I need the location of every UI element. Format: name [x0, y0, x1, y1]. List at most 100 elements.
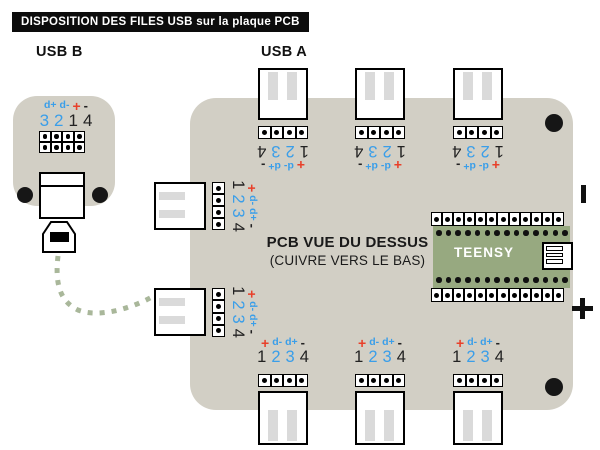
pin-label-token: 1 [68, 111, 78, 130]
pin-label-token: d- [246, 195, 259, 206]
pin-cell [392, 126, 405, 139]
pin-label-token: d+ [382, 336, 395, 349]
pin-cell [270, 374, 283, 387]
usb-a-connector-top [355, 68, 405, 120]
pin-header-row [258, 374, 308, 387]
pin-label-token: - [397, 335, 402, 350]
pin-header-row [453, 126, 503, 139]
pin-label-token: 2 [368, 348, 378, 367]
solder-dot [474, 277, 481, 283]
solder-dot [445, 230, 452, 236]
pcb-caption: PCB VUE DU DESSUS (CUIVRE VERS LE BAS) [240, 234, 455, 268]
pin-cell [541, 212, 553, 226]
solder-dot [523, 277, 529, 283]
pin-label-token: 3 [271, 141, 281, 160]
pin-label-token: - [245, 329, 260, 334]
pin-cell [367, 374, 380, 387]
solder-dot [484, 230, 491, 236]
usb-a-connector-bottom [453, 391, 503, 445]
pin-cell [453, 212, 465, 226]
pin-cell [50, 142, 62, 153]
pin-cell [212, 312, 225, 325]
pin-label-token: 2 [271, 348, 281, 367]
pin-label-token: 4 [228, 222, 247, 232]
pin-cell [212, 288, 225, 301]
pin-cell [39, 142, 51, 153]
pin-label-token: - [358, 158, 363, 173]
solder-dot [533, 230, 539, 236]
pin-cell [486, 212, 498, 226]
pin-cell [283, 126, 296, 139]
pin-header-column [212, 182, 225, 230]
pin-label-token: d+ [365, 159, 378, 172]
teensy-header-top [431, 212, 564, 226]
pin-cell [508, 212, 520, 226]
pin-label-token: 3 [466, 141, 476, 160]
pin-cell [212, 206, 225, 218]
pin-label-token: 2 [382, 141, 392, 160]
usb-b-heading: USB B [36, 44, 83, 60]
signal-labels: +d-d+- [245, 178, 261, 234]
pin-label-token: 1 [354, 348, 364, 367]
pin-label-token: 4 [299, 348, 309, 367]
pin-label-token: 1 [494, 141, 504, 160]
pin-cell [283, 374, 296, 387]
pin-label-token: d- [272, 336, 283, 349]
signal-labels: +d-d+- [352, 335, 408, 350]
solder-dot [436, 230, 442, 236]
teensy-usb-connector [542, 242, 573, 270]
pin-cell [519, 212, 531, 226]
solder-dot [504, 230, 510, 236]
pin-label-token: 4 [82, 111, 93, 130]
solder-dot [562, 230, 568, 236]
pin-cell [295, 126, 308, 139]
pin-cell [431, 288, 443, 302]
solder-dot [542, 230, 549, 236]
pin-label-token: 4 [354, 141, 364, 160]
pin-cell [530, 288, 542, 302]
mounting-hole [17, 187, 33, 203]
pin-cell [212, 300, 225, 313]
pin-header-row [453, 374, 503, 387]
mounting-hole [92, 187, 108, 203]
title-bar: DISPOSITION DES FILES USB sur la plaque … [12, 12, 309, 32]
pin-cell [519, 288, 531, 302]
pcb-caption-line1: PCB VUE DU DESSUS [266, 234, 429, 251]
signal-labels: +d-d+- [255, 336, 311, 350]
pin-cell [355, 126, 368, 139]
pin-label-token: 3 [228, 314, 247, 324]
pin-cell [464, 288, 476, 302]
pin-cell [497, 212, 509, 226]
pin-header-row [355, 374, 405, 387]
solder-dot [484, 277, 491, 283]
pin-cell [212, 194, 225, 206]
pin-cell [212, 218, 225, 230]
signal-labels: +d-d+- [352, 158, 408, 174]
pin-cell [212, 182, 225, 194]
teensy-header-bottom [431, 288, 564, 302]
pin-label-token: + [296, 157, 305, 174]
pin-label-token: + [72, 97, 81, 114]
solder-dot [513, 277, 520, 283]
pin-label-token: 1 [228, 180, 247, 190]
solder-dot [455, 230, 461, 236]
pin-label-token: d+ [463, 159, 476, 172]
usb-b-signal-labels: d+d-+- [34, 97, 98, 114]
teensy-label: TEENSY [454, 245, 515, 260]
pin-cell [39, 131, 51, 142]
pin-cell [270, 126, 283, 139]
pin-label-token: d- [369, 336, 380, 349]
pin-cell [50, 131, 62, 142]
pin-label-token: d+ [480, 336, 493, 349]
pin-cell [464, 212, 476, 226]
pin-label-token: 2 [480, 141, 490, 160]
pin-label-token: 1 [452, 348, 462, 367]
